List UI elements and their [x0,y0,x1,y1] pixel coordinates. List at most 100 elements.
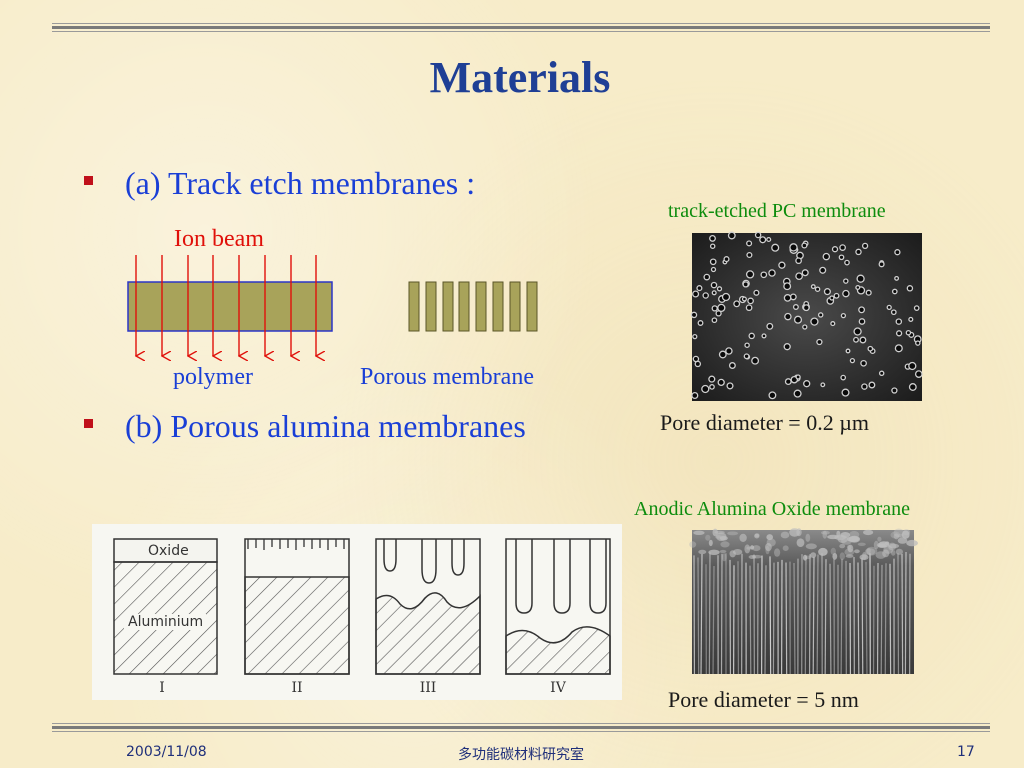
pore-dot [802,324,808,330]
pore-dot [711,317,718,324]
alumina-channel [816,554,819,675]
stage-iii-label: III [420,680,437,696]
surface-grain [805,533,811,542]
alumina-channel [697,557,700,675]
pore-dot [759,236,767,244]
surface-grain [865,546,878,556]
bullet-marker [84,419,93,428]
pore-dot [843,278,849,284]
bottom-divider [52,723,990,732]
surface-grain [765,543,772,552]
alumina-channel [804,555,807,675]
surface-grain [722,553,727,562]
alumina-channel [785,562,788,675]
alumina-channel [712,565,715,675]
pore-dot [761,333,767,339]
pore-dot [913,305,920,311]
pore-dot [778,261,786,269]
surface-grain [780,531,790,539]
surface-grain [832,553,838,560]
surface-grain [847,544,854,553]
surface-grain [774,548,781,557]
pore-dot [853,336,859,343]
alumina-channel [812,556,815,675]
pore-dot [838,254,845,261]
anodization-figure: Oxide Aluminium I II III IV [92,524,622,700]
pore-dot [721,292,731,302]
alumina-channel [824,559,827,675]
aao-membrane-caption: Anodic Alumina Oxide membrane [634,498,911,520]
pore-dot [849,357,856,364]
polymer-block [127,281,333,332]
surface-grain [906,539,918,547]
pore-dot [803,380,811,388]
pore-dot [709,384,715,390]
surface-grain [796,538,805,547]
pore-dot [845,348,851,354]
alumina-channel [889,563,892,675]
pore-dot [810,284,816,290]
pore-dot [906,285,914,292]
pore-dot [894,275,900,281]
pore-dot [795,272,803,281]
pore-dot [802,304,810,312]
pore-dot [841,388,850,397]
alumina-channel [769,556,772,675]
pore-dot [865,289,872,296]
pore-dot [793,389,802,398]
surface-grain [732,549,743,555]
surface-grain [744,544,751,554]
pore-dot [858,318,866,325]
pore-dot [768,391,777,400]
surface-grain [705,534,711,541]
alumina-channel [880,564,883,675]
surface-grain [882,549,890,558]
surface-grain [893,528,905,538]
pore-dot [823,288,831,296]
surface-grain [839,552,845,560]
pore-dot [842,289,850,298]
pore-dot [694,360,702,368]
pore-dot [760,271,768,279]
pore-dot [891,387,898,394]
surface-grain [897,537,908,544]
pore-dot [908,383,917,391]
alumina-channel [749,565,752,675]
pore-dot [905,329,912,336]
pore-dot [742,281,749,288]
pore-dot [894,249,901,256]
surface-grain [864,548,876,556]
surface-grain [845,554,854,558]
pore-dot [692,333,698,340]
porous-membrane-label: Porous membrane [360,364,534,390]
surface-grain [822,530,828,539]
pore-dot [831,246,839,253]
surface-grain [854,549,860,554]
pore-dot [855,248,862,256]
pore-dot [711,305,718,312]
pore-dot [878,370,885,377]
surface-grain [830,547,836,555]
pore-dot [914,370,923,378]
surface-grain [693,530,705,535]
stage-ii-label: II [291,680,302,696]
surface-grain [765,545,770,555]
aao-membrane-sem-image [689,528,918,675]
alumina-channel [884,563,887,675]
pore-dot [771,243,780,252]
surface-grain [712,528,718,537]
surface-grain [890,549,896,556]
slide-title: Materials [429,53,611,102]
surface-grain [727,531,739,536]
pore-dot [741,296,747,302]
surface-grain [821,530,830,535]
pore-dot [748,332,755,340]
pore-dot [711,290,717,296]
pore-dot [860,359,867,367]
surface-grain [893,533,900,540]
pore-dot [886,304,892,311]
pore-dot [822,252,831,261]
top-divider [52,23,990,32]
pore-dot [703,273,711,281]
